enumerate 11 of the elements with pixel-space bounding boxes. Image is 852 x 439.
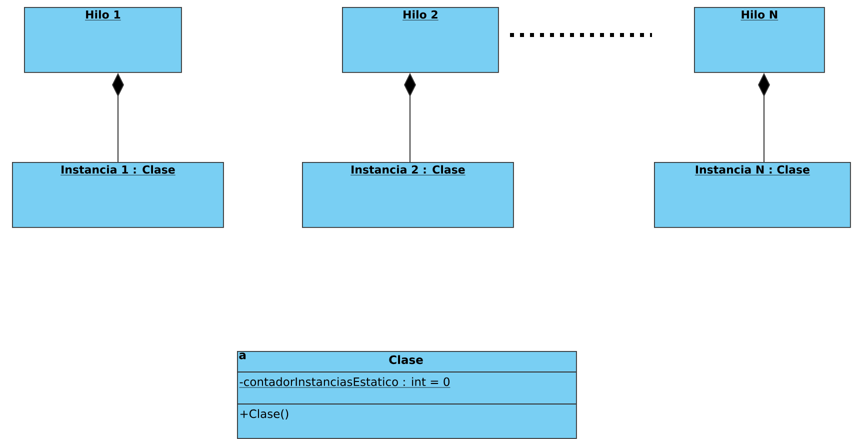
- operation-text: +Clase(): [240, 409, 288, 420]
- object-box: Hilo 2: [342, 7, 499, 73]
- class-icon: a: [239, 352, 246, 360]
- attribute-text: -contadorInstanciasEstatico : int = 0: [239, 377, 450, 388]
- object-box: Hilo N: [694, 7, 825, 73]
- object-box: Instancia 1 : Clase: [12, 162, 224, 228]
- class-name: Clase: [389, 355, 423, 364]
- class-box: [236, 351, 577, 439]
- object-box: Instancia N : Clase: [654, 162, 851, 228]
- object-box: Hilo 1: [24, 7, 182, 73]
- object-box: Instancia 2 : Clase: [302, 162, 514, 228]
